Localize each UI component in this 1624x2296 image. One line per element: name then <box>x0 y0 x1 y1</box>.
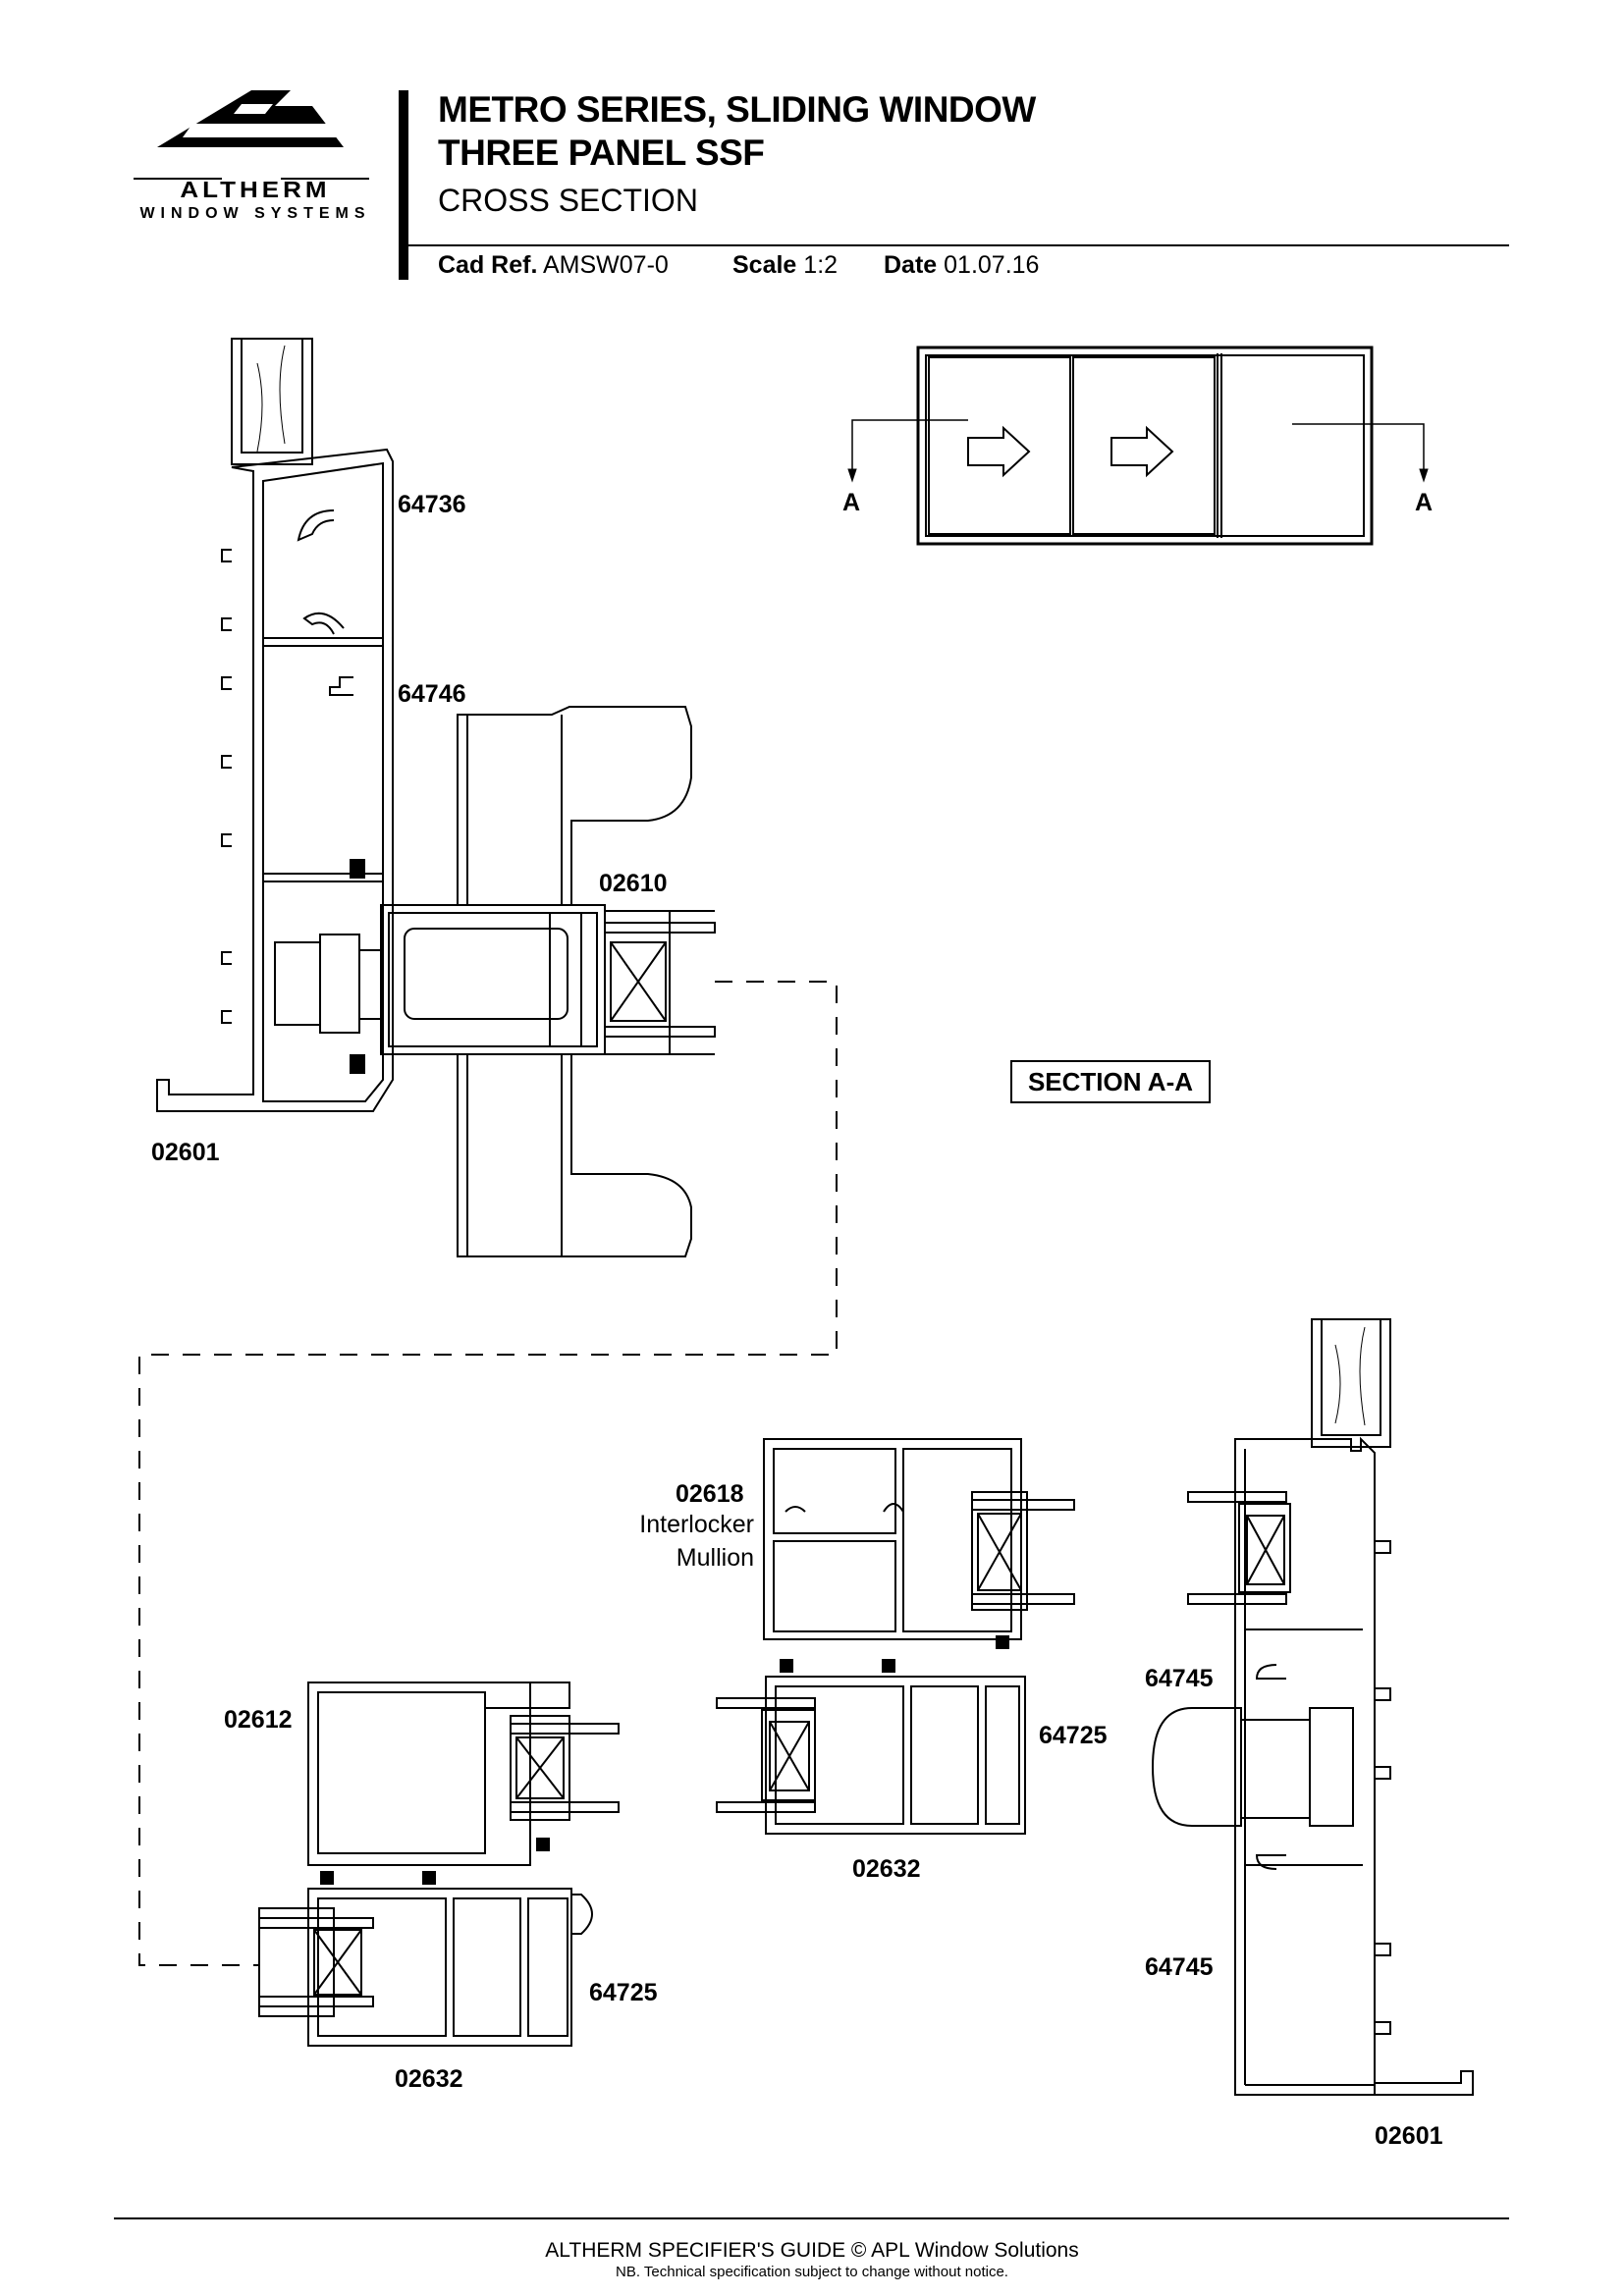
part-02618: 02618 <box>676 1480 744 1508</box>
title-line-1: METRO SERIES, SLIDING WINDOW <box>438 89 1036 130</box>
part-64745-b: 64745 <box>1145 1953 1214 1981</box>
brand-block: ALTHERM WINDOW SYSTEMS <box>108 175 403 223</box>
part-64736: 64736 <box>398 491 466 518</box>
part-64745-a: 64745 <box>1145 1665 1214 1692</box>
part-02601-top: 02601 <box>151 1139 220 1166</box>
meta-date: Date 01.07.16 <box>884 251 1039 280</box>
part-mullion: Mullion <box>676 1544 754 1572</box>
window-elevation <box>847 346 1429 546</box>
brand-subtitle: WINDOW SYSTEMS <box>139 205 371 222</box>
part-02632-mid: 02632 <box>852 1855 921 1883</box>
brand-name: ALTHERM <box>180 176 331 203</box>
date-value: 01.07.16 <box>944 251 1040 279</box>
section-label: SECTION A-A <box>1010 1060 1211 1103</box>
part-02601-right: 02601 <box>1375 2122 1443 2150</box>
altherm-logo-icon <box>134 90 369 180</box>
title-block: METRO SERIES, SLIDING WINDOW THREE PANEL… <box>438 88 1036 222</box>
section-mark-left: A <box>842 489 861 516</box>
part-02610: 02610 <box>599 870 668 897</box>
scale-value: 1:2 <box>803 251 839 279</box>
scale-label: Scale <box>732 251 797 279</box>
header-vertical-bar <box>399 90 408 280</box>
date-label: Date <box>884 251 938 279</box>
part-interlocker: Interlocker <box>639 1511 754 1538</box>
cad-ref-label: Cad Ref. <box>438 251 538 279</box>
part-64725-mid: 64725 <box>1039 1722 1108 1749</box>
section-mark-right: A <box>1415 489 1434 516</box>
part-02632-low: 02632 <box>395 2065 463 2093</box>
frame-section-upper <box>156 338 716 1257</box>
section-02612-02632 <box>258 1682 620 2047</box>
footer-line-1: ALTHERM SPECIFIER'S GUIDE © APL Window S… <box>545 2239 1079 2262</box>
footer-line-2: NB. Technical specification subject to c… <box>616 2264 1008 2280</box>
section-02618-02632 <box>716 1438 1075 1835</box>
frame-section-right <box>1151 1318 1474 2096</box>
part-64746: 64746 <box>398 680 466 708</box>
title-line-2: THREE PANEL SSF <box>438 133 765 173</box>
meta-scale: Scale 1:2 <box>732 251 838 280</box>
detail-connector-line <box>138 981 838 1966</box>
part-02612: 02612 <box>224 1706 293 1734</box>
meta-cad-ref: Cad Ref. AMSW07-0 <box>438 251 669 280</box>
title-line-3: CROSS SECTION <box>438 183 698 218</box>
cad-ref-value: AMSW07-0 <box>542 251 669 279</box>
part-64725-low: 64725 <box>589 1979 658 2006</box>
